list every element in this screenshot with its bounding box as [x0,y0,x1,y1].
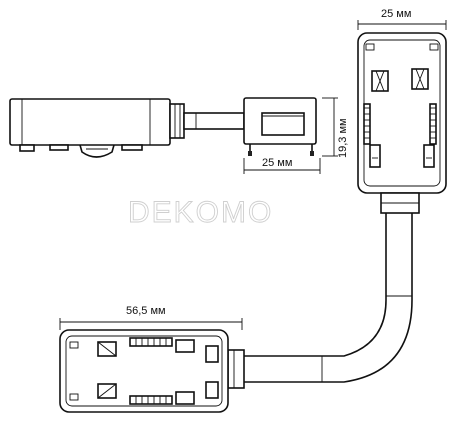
bottom-connector-plan [59,329,245,413]
watermark-logo: DEKOMO [128,196,273,229]
dimension-side-height: 19,3 мм [322,97,349,158]
side-view-connector [9,97,317,158]
dimension-side-width: 25 мм [243,157,321,174]
side-height-label: 19,3 мм [337,118,349,158]
flexible-cable [244,192,420,383]
dimension-top-width: 25 мм [357,8,447,30]
top-connector-plan [357,32,447,194]
bottom-length-label: 56,5 мм [126,305,166,317]
top-width-label: 25 мм [381,8,411,20]
dimension-bottom-length: 56,5 мм [59,305,243,330]
side-width-label: 25 мм [262,157,292,169]
